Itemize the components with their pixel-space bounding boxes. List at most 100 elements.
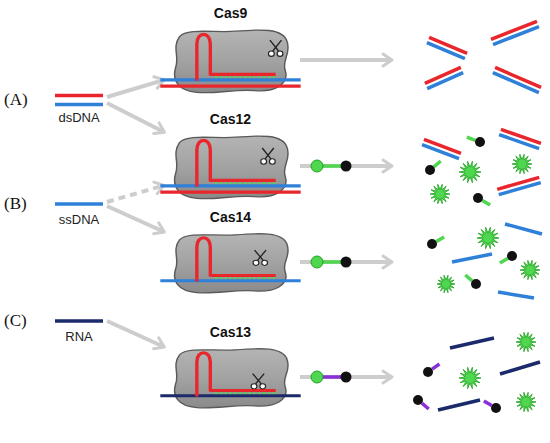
guide-rna [197,353,276,397]
scissors-symbol [253,250,267,265]
fluorophore-dot [311,160,323,172]
protein-name: Cas13 [210,325,251,340]
quencher-dot [471,279,481,289]
nucleic-acid-strand: dsDNA [55,93,103,107]
scissors-symbol [251,374,265,389]
quencher-dot [413,395,423,405]
reporter-linker [322,375,341,379]
base-pairing [215,392,275,394]
dna-fragment [427,43,465,59]
reaction-arrow [107,103,164,132]
quencher-dot [423,367,433,377]
quencher-dot [507,251,517,261]
reaction-arrow [300,375,392,379]
quencher-linker [484,401,492,406]
dna-fragment [493,73,539,93]
quencher-dot [473,193,483,203]
protein-body [175,30,289,93]
reaction-arrow [300,260,392,264]
base-pairing [215,277,275,279]
quencher-dot [427,239,437,249]
protein-body [175,136,289,199]
dna-fragment [498,292,534,298]
fluorescence-burst [430,184,450,203]
dna-fragment [491,21,537,39]
base-pairing [215,182,275,184]
panel-label: (B) [4,194,27,214]
strand-name: dsDNA [58,111,99,125]
protein-outline [168,228,293,296]
protein-outline [168,130,293,202]
dna-fragment [452,254,492,262]
quencher-dot [341,161,352,172]
protein-name: Cas14 [210,210,251,225]
rna-fragment [450,338,494,348]
fluorescence-burst [516,392,536,411]
dna-fragment [495,67,541,87]
guide-rna [197,140,276,186]
fluorescence-burst [459,161,481,182]
reaction-arrow [300,164,392,168]
guide-rna [197,34,276,80]
panel-label: (A) [4,90,28,110]
reporter-linker [322,260,341,264]
dna-fragment [497,177,539,189]
strand-outline [55,199,103,209]
fluorescence-burst [459,367,481,388]
dna-fragment [499,183,541,195]
dna-fragment [429,37,467,53]
fluorescence-burst [437,275,455,293]
dna-strand-line [55,103,103,107]
strand-name: ssDNA [59,213,99,227]
cas-protein: Cas13 [168,343,293,411]
dna-fragment [505,224,542,234]
quencher-linker [432,364,439,369]
quencher-linker [436,237,444,242]
quencher-dot [425,165,435,175]
strand-name: RNA [65,330,92,344]
dna-strand-line [160,191,300,194]
quencher-linker [465,275,472,281]
cas-protein: Cas9 [168,24,293,96]
quencher-linker [467,137,475,140]
quencher-linker [482,201,490,206]
quencher-dot [475,137,485,147]
fluorescence-burst [516,332,536,351]
quencher-dot [341,372,352,383]
dna-strand-line [160,279,300,282]
quencher-linker [500,259,508,264]
dna-fragment [493,27,539,45]
fluorescence-burst [477,227,499,248]
dna-strand-line [55,94,103,98]
fluorescence-burst [512,154,532,173]
guide-rna [197,238,276,282]
protein-outline [168,343,293,411]
dna-strand-line [160,184,300,187]
nucleic-acid-strand: ssDNA [55,199,103,209]
dna-fragment [427,73,463,89]
dna-fragment [424,139,461,153]
dna-fragment [422,145,459,159]
rna-strand-line [55,319,103,323]
cas-protein: Cas14 [168,228,293,296]
rna-strand-line [160,394,300,397]
nucleic-acid-strand: RNA [55,316,103,326]
strand-outline [55,316,103,326]
dna-fragment [501,129,541,143]
fluorophore-dot [311,256,323,268]
protein-name: Cas9 [214,6,247,21]
fluorophore-dot [311,371,323,383]
dna-fragment [425,67,461,83]
dna-strand-line [160,85,300,88]
quencher-dot [341,257,352,268]
reporter-linker [322,164,341,168]
reaction-arrow [107,321,164,347]
protein-body [175,234,289,293]
reaction-arrow [107,206,164,232]
quencher-linker [434,161,441,167]
protein-name: Cas12 [210,112,251,127]
rna-fragment [438,400,480,410]
reaction-arrow [300,58,392,62]
rna-fragment [500,362,540,374]
